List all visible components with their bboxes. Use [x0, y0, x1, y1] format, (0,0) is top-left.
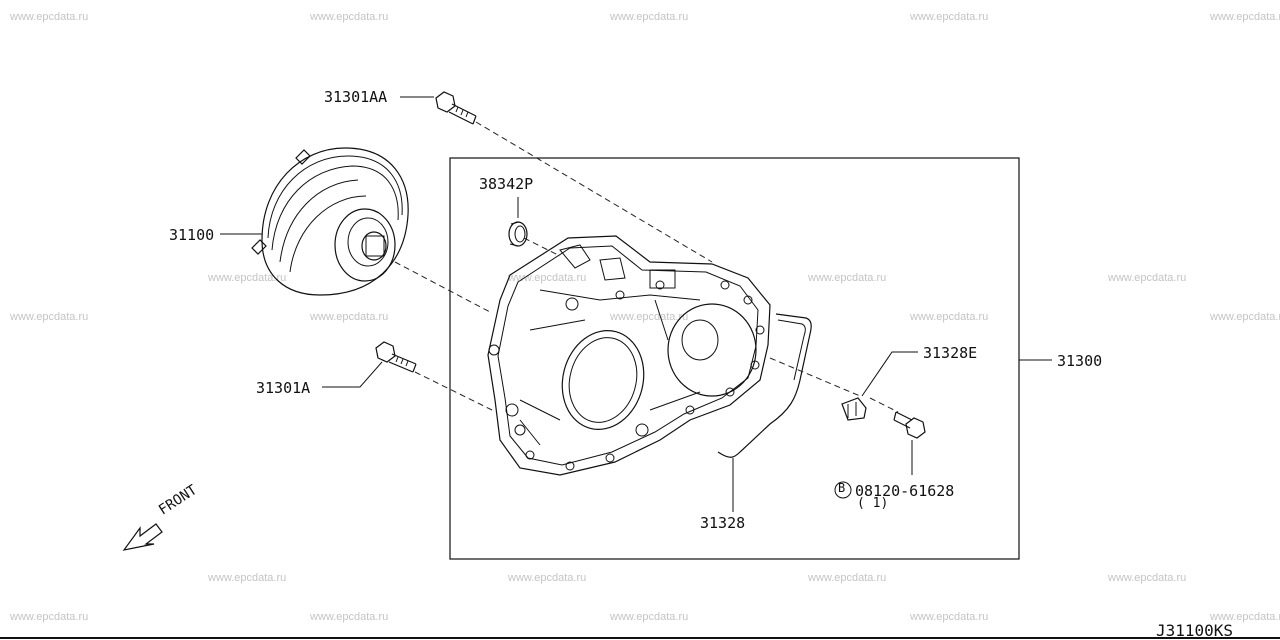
label-08120-61628[interactable]: 08120-61628 [855, 482, 955, 500]
watermark: www.epcdata.ru [910, 311, 989, 323]
watermark: www.epcdata.ru [808, 272, 887, 284]
bolt-31301aa[interactable] [435, 91, 477, 125]
clip-bolt[interactable] [893, 411, 926, 439]
watermark: www.epcdata.ru [610, 311, 689, 323]
watermark: www.epcdata.ru [208, 272, 287, 284]
bolt-type-circle [834, 481, 852, 499]
watermark: www.epcdata.ru [910, 11, 989, 23]
oil-seal[interactable] [508, 221, 528, 247]
watermark: www.epcdata.ru [10, 11, 89, 23]
label-31328e[interactable]: 31328E [923, 344, 978, 362]
watermark: www.epcdata.ru [1210, 11, 1280, 23]
watermark: www.epcdata.ru [508, 272, 587, 284]
watermark: www.epcdata.ru [310, 311, 389, 323]
watermark: www.epcdata.ru [10, 611, 89, 623]
diagram-code: J31100KS [1156, 621, 1234, 640]
watermark: www.epcdata.ru [808, 572, 887, 584]
bottom-rule [0, 637, 1280, 639]
watermark: www.epcdata.ru [10, 311, 89, 323]
watermark: www.epcdata.ru [508, 572, 587, 584]
watermark: www.epcdata.ru [208, 572, 287, 584]
label-31328[interactable]: 31328 [700, 514, 746, 532]
bolt-type-prefix: B [838, 481, 846, 495]
watermark: www.epcdata.ru [1210, 611, 1280, 623]
watermark: www.epcdata.ru [1210, 311, 1280, 323]
bolt-quantity: ( 1) [857, 496, 889, 511]
watermark: www.epcdata.ru [1108, 272, 1187, 284]
watermark: www.epcdata.ru [310, 11, 389, 23]
watermark: www.epcdata.ru [610, 11, 689, 23]
tube-clip[interactable] [841, 397, 867, 421]
torque-converter[interactable] [251, 147, 409, 296]
label-31300[interactable]: 31300 [1057, 352, 1103, 370]
watermark: www.epcdata.ru [910, 611, 989, 623]
case-assembly-frame [449, 157, 1020, 560]
watermark: www.epcdata.ru [1108, 572, 1187, 584]
watermark: www.epcdata.ru [310, 611, 389, 623]
front-arrow-icon [122, 523, 163, 551]
label-31301aa[interactable]: 31301AA [324, 88, 388, 106]
label-31301a[interactable]: 31301A [256, 379, 311, 397]
label-38342p[interactable]: 38342P [479, 175, 534, 193]
label-31100[interactable]: 31100 [169, 226, 215, 244]
watermark: www.epcdata.ru [610, 611, 689, 623]
bolt-31301a[interactable] [375, 341, 417, 373]
breather-tube[interactable] [717, 313, 812, 458]
transmission-case[interactable] [487, 235, 771, 476]
